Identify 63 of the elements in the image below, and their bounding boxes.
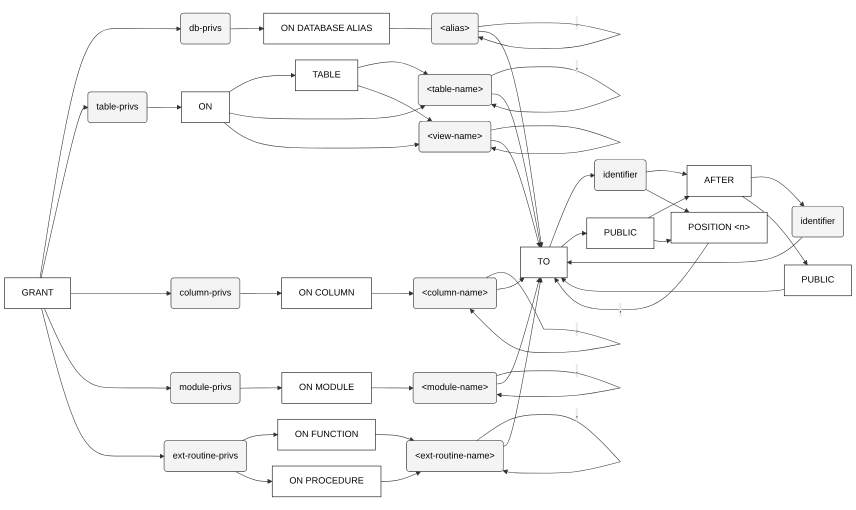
arrow [240, 290, 282, 296]
arrow [561, 230, 587, 248]
node-box: ON FUNCTION [278, 418, 376, 450]
arrow [40, 26, 182, 278]
node-box: PUBLIC [784, 264, 852, 296]
node-box: POSITION <n> [670, 212, 768, 244]
arrow [371, 290, 414, 296]
arrow [490, 140, 541, 248]
arrow [646, 189, 690, 212]
arrow [241, 432, 278, 442]
arrow [561, 278, 785, 292]
edge-label: , [576, 324, 578, 334]
arrow [566, 237, 802, 265]
arrow [375, 434, 414, 442]
arrow [648, 196, 690, 218]
arrow [654, 238, 672, 244]
arrow [358, 62, 428, 75]
arrow [236, 471, 272, 484]
node-box: ON DATABASE ALIAS [263, 12, 390, 44]
edge-label: , [576, 18, 578, 28]
arrow [70, 290, 172, 296]
arrow [490, 66, 621, 112]
arrow [478, 30, 544, 248]
arrow [750, 176, 804, 207]
arrow [496, 278, 541, 384]
arrow [478, 22, 621, 49]
arrow [371, 386, 414, 391]
arrow [490, 126, 621, 154]
arrow [229, 72, 296, 92]
arrow [554, 242, 709, 310]
arrow [742, 196, 808, 266]
edge-label: , [576, 366, 578, 376]
arrow [229, 105, 426, 120]
arrow [470, 272, 621, 353]
arrow [380, 471, 421, 482]
arrow [503, 278, 543, 446]
arrow [41, 308, 165, 459]
node-box: PUBLIC [586, 218, 654, 249]
arrow [476, 414, 621, 474]
arrow [358, 85, 432, 122]
node-box: ON [181, 92, 230, 123]
node-box: TABLE [295, 60, 358, 92]
edge-label: , [576, 62, 578, 72]
edge-label: , [576, 410, 578, 420]
arrow [496, 278, 524, 290]
edge-label: , [619, 304, 622, 314]
arrow [549, 172, 596, 248]
arrow [44, 308, 172, 391]
arrow [224, 122, 420, 148]
connector [389, 28, 432, 30]
node-box: ON MODULE [282, 372, 372, 404]
node-box: AFTER [686, 165, 752, 197]
arrow [492, 94, 542, 248]
arrow [147, 104, 182, 110]
arrow [240, 385, 282, 390]
node-box: ON PROCEDURE [272, 466, 382, 498]
arrow [230, 26, 264, 32]
arrow [496, 370, 621, 398]
node-box: ON COLUMN [281, 278, 372, 309]
node-box: GRANT [4, 278, 71, 309]
arrow [646, 170, 688, 176]
arrow [40, 104, 88, 278]
node-box: TO [520, 246, 568, 278]
